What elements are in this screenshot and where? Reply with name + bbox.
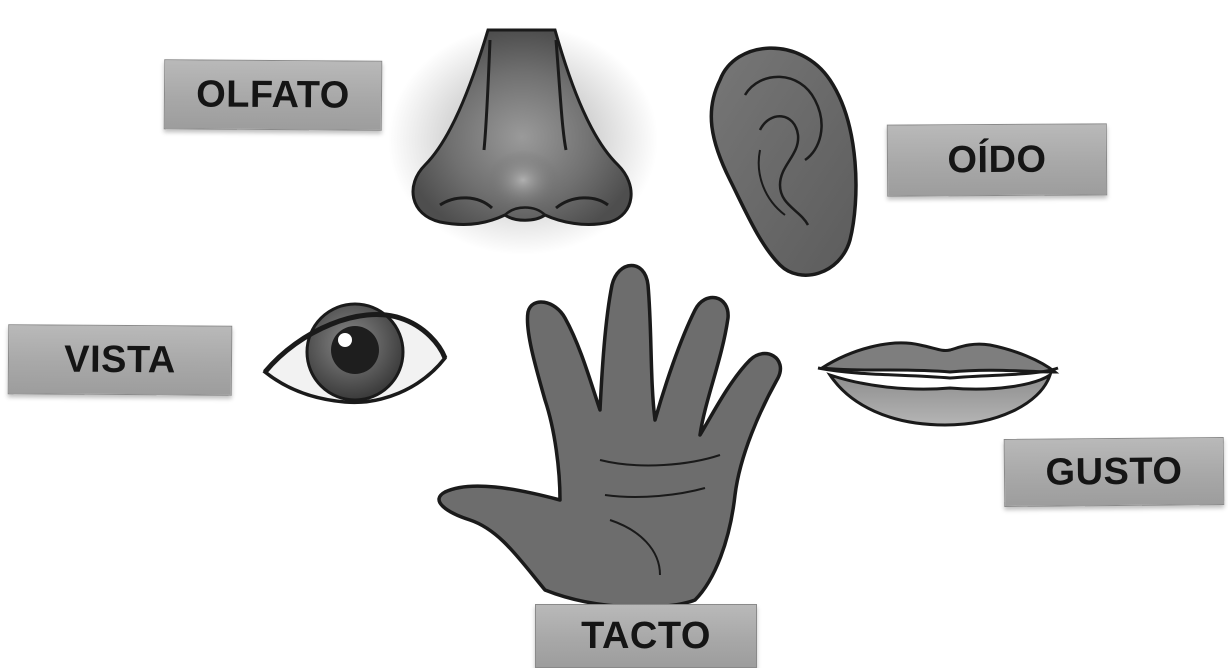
olfato-label-text: OLFATO xyxy=(196,73,350,117)
gusto-label: GUSTO xyxy=(1004,437,1225,507)
oido-label-text: OÍDO xyxy=(947,138,1046,182)
tacto-label: TACTO xyxy=(535,604,757,668)
vista-label-text: VISTA xyxy=(64,338,176,382)
gusto-label-text: GUSTO xyxy=(1045,450,1182,494)
ear-icon xyxy=(711,48,856,275)
vista-label: VISTA xyxy=(8,324,232,396)
tacto-label-text: TACTO xyxy=(581,615,711,658)
olfato-label: OLFATO xyxy=(164,59,382,131)
lips-icon xyxy=(818,343,1058,425)
eye-icon xyxy=(265,304,445,402)
hand-icon xyxy=(439,265,780,607)
oido-label: OÍDO xyxy=(887,123,1107,196)
nose-icon xyxy=(388,25,658,255)
